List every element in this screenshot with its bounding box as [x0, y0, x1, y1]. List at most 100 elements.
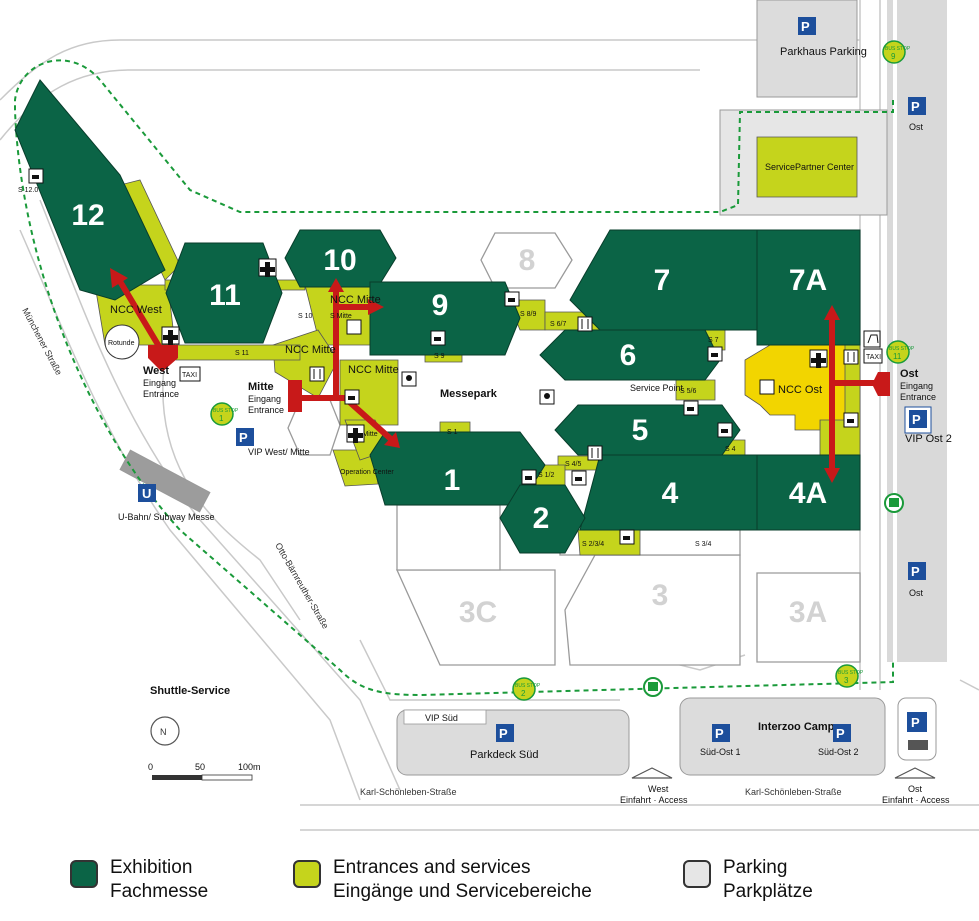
- svg-text:11: 11: [893, 352, 902, 361]
- hall-12-label: 12: [71, 199, 104, 232]
- legend-exhibition: Exhibition Fachmesse: [70, 856, 208, 904]
- svg-text:9: 9: [891, 52, 896, 61]
- parking-icon-parkdeck-sued: P: [496, 724, 514, 742]
- ncc-west-label: NCC West: [110, 304, 162, 316]
- s10-label: S 10: [298, 313, 313, 320]
- hall-3a-label: 3A: [789, 596, 827, 629]
- hall-2-label: 2: [533, 502, 550, 535]
- ncc-mitte-left-label: NCC Mitte: [285, 344, 336, 356]
- first-aid-icon-ost: [809, 349, 828, 368]
- entrance-ost-title: Ost: [900, 368, 919, 380]
- arrow-mitte-diag: [343, 395, 394, 443]
- cafe-icon-9: [430, 330, 446, 346]
- parking-icon-sued-ost2: P: [833, 724, 851, 742]
- bus-icon-east: [884, 493, 904, 513]
- shuttle-route: [14, 59, 894, 697]
- entrance-mitte-title: Mitte: [248, 381, 274, 393]
- hall-numbers: 12 11 10 9 8 7 7A 6 5 4 4A 1 2 3 3A 3C: [71, 199, 827, 629]
- s5-6-label: S 5/6: [680, 388, 696, 395]
- legend-parking: Parking Parkplätze: [683, 856, 813, 904]
- svg-text:N: N: [160, 727, 167, 737]
- hall-7a-label: 7A: [789, 264, 827, 297]
- svg-text:TAXI: TAXI: [866, 354, 881, 361]
- service-icons: TAXI TAXI: [28, 168, 883, 545]
- hall-1-label: 1: [444, 464, 461, 497]
- hall-10-label: 10: [323, 244, 356, 277]
- first-aid-icon-mitte: [346, 424, 365, 443]
- otto-strasse-label: Otto-Bärnreuther-Straße: [273, 541, 330, 630]
- s6-7-label: S 6/7: [550, 321, 566, 328]
- svg-text:3: 3: [844, 676, 849, 685]
- parking-icon-sued-ost1: P: [712, 724, 730, 742]
- operation-center-label: Operation Center: [340, 469, 394, 476]
- vip-sued-box: [403, 709, 487, 725]
- scale-0: 0: [148, 762, 153, 772]
- vip-west-mitte-label: VIP West/ Mitte: [248, 447, 310, 457]
- halls-exhibition: [14, 79, 861, 554]
- parking-icon-vip-west: P: [236, 428, 254, 446]
- sued-ost1-label: Süd-Ost 1: [700, 747, 741, 757]
- svg-text:BUS STOP: BUS STOP: [515, 683, 541, 689]
- entrance-west-line2: Entrance: [143, 389, 179, 399]
- sued-ost2-label: Süd-Ost 2: [818, 747, 859, 757]
- s1-2-label: S 1/2: [538, 472, 554, 479]
- legend-exhibition-swatch: [70, 860, 98, 888]
- parkhaus-label: Parkhaus Parking: [780, 46, 867, 58]
- arrow-ost-down: [824, 468, 840, 483]
- svg-text:BUS STOP: BUS STOP: [889, 346, 915, 352]
- compass: N: [150, 716, 180, 746]
- hall-5-label: 5: [632, 414, 649, 447]
- rotunde-label: Rotunde: [108, 340, 135, 347]
- s3-4-label: S 3/4: [695, 541, 711, 548]
- ost-parking-top-label: Ost: [909, 122, 924, 132]
- svg-text:BUS STOP: BUS STOP: [885, 46, 911, 52]
- area-labels: NCC West Rotunde NCC Mitte NCC Mitte NCC…: [104, 46, 952, 761]
- legend-parking-text: Parking Parkplätze: [723, 857, 813, 902]
- messepark-label: Messepark: [440, 388, 498, 400]
- restaurant-icon-6-7: [577, 316, 593, 332]
- legend-parking-swatch: [683, 860, 711, 888]
- entrance-west-line1: Eingang: [143, 378, 176, 388]
- svg-text:TAXI: TAXI: [182, 372, 197, 379]
- svg-text:U: U: [142, 486, 151, 501]
- hall-1-annex: [396, 504, 501, 571]
- legend-exhibition-text: Exhibition Fachmesse: [110, 857, 209, 902]
- svg-text:P: P: [912, 412, 921, 427]
- cafe-icon-5-6: [683, 400, 699, 416]
- access-ost-line1: Einfahrt · Access: [882, 795, 950, 805]
- access-west-title: West: [648, 784, 669, 794]
- hall-11-label: 11: [209, 279, 241, 312]
- s11-label: S 11: [235, 350, 249, 357]
- entrance-arrows: [110, 268, 890, 483]
- arrow-ost-entry: [872, 372, 890, 396]
- interzoo-camp-area: [679, 697, 886, 776]
- taxi-icon-west: TAXI: [179, 366, 201, 382]
- s8-9-label: S 8/9: [520, 311, 536, 318]
- svg-text:1: 1: [219, 414, 224, 423]
- cafe-icon-2-3-4: [619, 529, 635, 545]
- parking-icon-ost-top: P: [908, 97, 926, 115]
- parkhaus-area: [756, 0, 858, 98]
- arrow-mitte-diag-head: [384, 432, 400, 448]
- servicepartner-label: ServicePartner Center: [765, 162, 854, 172]
- s2-3-4-label: S 2/3/4: [582, 541, 604, 548]
- hall-7-label: 7: [654, 264, 671, 297]
- arrow-mitte-right: [368, 299, 384, 315]
- hall-6-label: 6: [620, 339, 637, 372]
- arrow-mitte-block: [288, 380, 302, 412]
- parkdeck-sued-label: Parkdeck Süd: [470, 749, 538, 761]
- shop-icon-ost: [759, 379, 775, 395]
- legend-services: Entrances and services Eingänge und Serv…: [293, 856, 592, 904]
- scale-bar: 0 50 100m: [148, 762, 261, 781]
- svg-text:P: P: [911, 99, 920, 114]
- cafe-icon-7: [707, 346, 723, 362]
- scale-bar-white: [201, 774, 253, 781]
- s-mitte-label: S Mitte: [330, 313, 352, 320]
- restaurant-icon-ost: [843, 349, 859, 365]
- rotunde-circle: [104, 324, 140, 360]
